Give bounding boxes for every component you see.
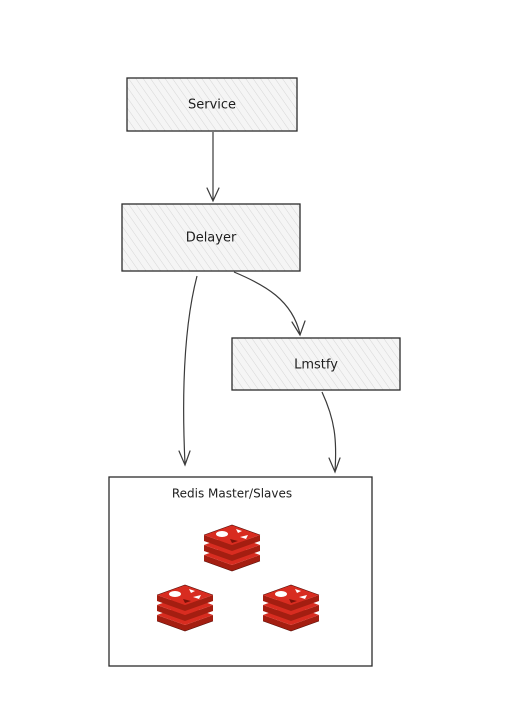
service-node[interactable]: Service: [126, 77, 298, 132]
redis-icon: [156, 584, 214, 632]
lmstfy-label: Lmstfy: [294, 358, 338, 373]
redis-group-title: Redis Master/Slaves: [172, 487, 292, 501]
delayer-label: Delayer: [186, 231, 237, 246]
edge-delayer-to-lmstfy: [233, 271, 306, 337]
service-label: Service: [188, 98, 236, 113]
edge-lmstfy-to-redis: [321, 391, 341, 474]
redis-group[interactable]: Redis Master/Slaves: [108, 476, 373, 667]
redis-icon: [203, 524, 261, 572]
lmstfy-node[interactable]: Lmstfy: [231, 337, 401, 391]
edge-service-to-delayer: [206, 132, 220, 203]
edge-delayer-to-redis: [178, 275, 198, 467]
redis-icon: [262, 584, 320, 632]
delayer-node[interactable]: Delayer: [121, 203, 301, 272]
